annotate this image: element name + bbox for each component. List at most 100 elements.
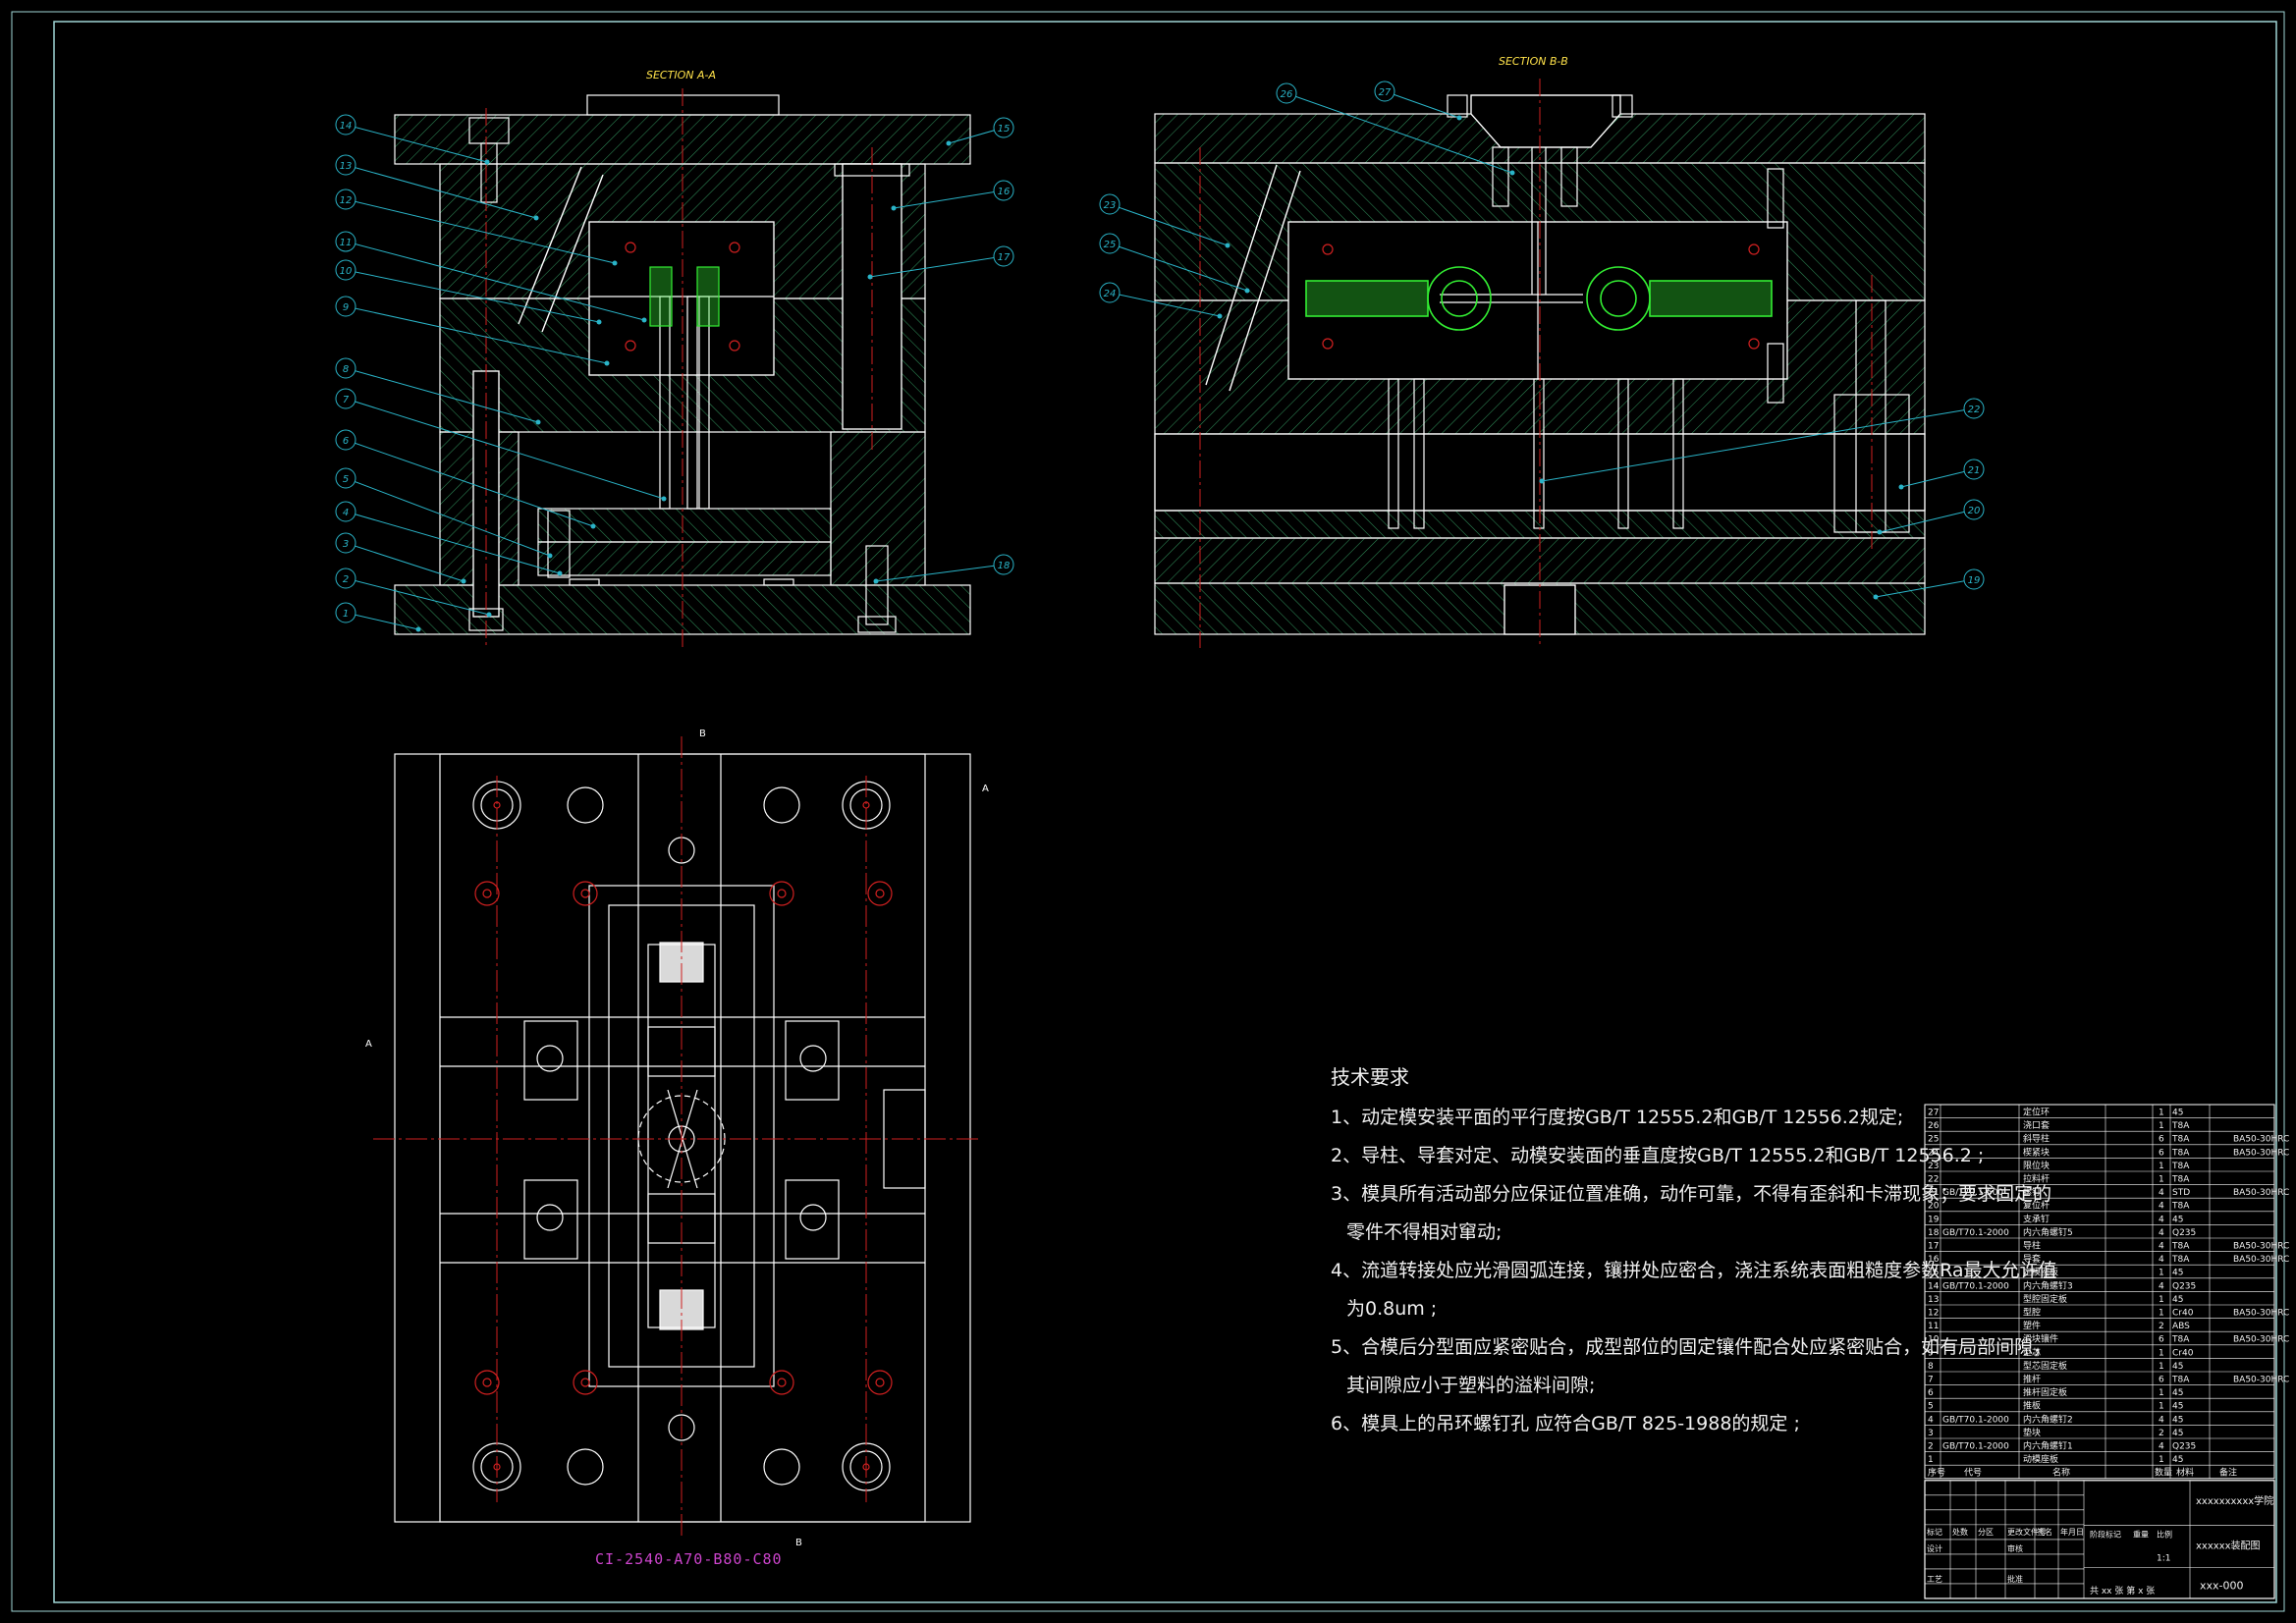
bom-cell: 6 [2159,1376,2164,1385]
balloon-label: 1 [343,609,349,620]
balloon-label: 13 [340,161,353,172]
bom-cell: 4 [2159,1188,2164,1198]
balloon-label: 17 [998,252,1011,263]
bom-cell: 45 [2172,1429,2183,1438]
balloon-20: 20 [1877,499,1985,535]
bom-cell: 13 [1928,1295,1939,1305]
balloon-label: 12 [340,195,353,206]
bom-cell: 8 [1928,1362,1934,1372]
balloon-2: 2 [335,568,492,618]
bom-cell: 型腔固定板 [2023,1293,2067,1305]
bom-cell: 1 [2159,1455,2164,1465]
bom-cell: 45 [2172,1402,2183,1412]
title-row-label: 处数 [1952,1527,1968,1537]
balloon-label: 26 [1281,89,1293,100]
balloon-1: 1 [335,602,421,632]
bom-cell: 动模座板 [2023,1453,2058,1465]
bom-cell: 10 [1928,1335,1940,1345]
title-row-label: 年月日 [2060,1527,2084,1537]
bom-cell: BA50-30HRC [2233,1255,2289,1265]
tech-line-6: 为0.8um ; [1346,1298,1438,1320]
title-row-label: 标记 [1927,1527,1942,1537]
title-scale-label: 比例 [2157,1529,2172,1539]
bom-cell: 推杆 [2023,1374,2041,1385]
title-stage-label: 阶段标记 [2090,1529,2121,1539]
bom-cell: 滑块镶件 [2023,1333,2058,1345]
tech-line-4: 零件不得相对窜动; [1346,1221,1503,1243]
bom-cell: 3 [1928,1429,1934,1438]
bom-cell: 导柱 [2023,1240,2041,1252]
bom-cell: GB/T70.1-2000 [1942,1228,2009,1238]
bom-cell: BA50-30HRC [2233,1335,2289,1345]
bom-cell: 导套 [2023,1253,2041,1265]
bom-header-cell: 代号 [1964,1468,1982,1479]
bom-cell: 45 [2172,1415,2183,1425]
bom-cell: GB/T70.1-2000 [1942,1442,2009,1452]
bom-cell: 4 [2159,1281,2164,1291]
bom-header-cell: 数量 [2155,1467,2172,1479]
bom-cell: Q235 [2172,1442,2196,1452]
section-aa-title: SECTION A-A [646,69,716,81]
bom-cell: GB/T70.1-2000 [1942,1415,2009,1425]
title-process-label: 工艺 [1927,1575,1942,1584]
bom-cell: BA50-30HRC [2233,1376,2289,1385]
bom-cell: 4 [1928,1415,1934,1425]
balloon-label: 2 [343,574,349,585]
bom-cell: 内六角螺钉3 [2023,1279,2073,1291]
bom-cell: 11 [1928,1322,1939,1331]
balloon-22: 22 [1539,398,1985,484]
bom-cell: 27 [1928,1109,1939,1118]
bom-cell: STD [2172,1188,2190,1198]
bom-cell: 复位杆 [2023,1200,2050,1212]
balloon-label: 20 [1968,506,1981,516]
bom-cell: 定位环 [2023,1107,2050,1118]
bom-cell: 楔紧块 [2023,1146,2050,1158]
balloon-label: 21 [1968,465,1981,476]
bom-cell: 2 [2159,1322,2164,1331]
bom-cell: 定模座板 [2023,1267,2058,1278]
tech-line-2: 2、导柱、导套对定、动模安装面的垂直度按GB/T 12555.2和GB/T 12… [1331,1145,1985,1166]
balloon-16: 16 [891,180,1014,211]
bom-cell: 1 [2159,1402,2164,1412]
balloon-4: 4 [335,501,563,576]
balloon-label: 25 [1104,240,1117,250]
balloon-26: 26 [1276,82,1515,176]
bom-cell: 4 [2159,1415,2164,1425]
balloon-18: 18 [873,554,1014,584]
balloon-23: 23 [1099,193,1230,248]
bom-cell: 浇口套 [2023,1119,2050,1131]
tech-line-3: 3、模具所有活动部分应保证位置准确，动作可靠，不得有歪斜和卡滞现象；要求固定的 [1331,1183,2052,1205]
title-scale: 1:1 [2157,1554,2170,1564]
balloon-label: 8 [343,364,349,375]
bom-cell: 1 [2159,1362,2164,1372]
bom-cell: 24 [1928,1148,1940,1158]
bom-cell: 21 [1928,1188,1939,1198]
bom-cell: 1 [2159,1348,2164,1358]
title-row-label: 签名 [2037,1527,2052,1537]
bom-cell: 1 [2159,1175,2164,1185]
bom-cell: 1 [1928,1455,1934,1465]
balloon-3: 3 [335,532,466,584]
title-drawing-name: xxxxxx装配图 [2196,1540,2261,1552]
bom-cell: 4 [2159,1442,2164,1452]
balloon-label: 23 [1104,200,1117,211]
bom-cell: 23 [1928,1162,1939,1171]
balloon-label: 15 [998,124,1011,135]
bom-cell: 5 [1928,1402,1934,1412]
section-a-a-view: SECTION A-A [394,69,971,648]
bom-cell: 1 [2159,1109,2164,1118]
bom-cell: 7 [1928,1376,1934,1385]
bom-cell: 1 [2159,1269,2164,1278]
bom-cell: 45 [2172,1388,2183,1398]
balloon-27: 27 [1374,81,1462,121]
tech-line-9: 6、模具上的吊环螺钉孔 应符合GB/T 825-1988的规定 ; [1331,1413,1800,1434]
balloon-label: 22 [1968,405,1981,415]
plan-view: B B A A [365,729,989,1548]
balloon-8: 8 [335,357,541,425]
bom-cell: BA50-30HRC [2233,1135,2289,1145]
bom-header-cell: 备注 [2219,1467,2237,1479]
balloon-label: 18 [998,561,1011,571]
bom-cell: 6 [1928,1388,1934,1398]
bom-cell: GB/T70.1-2000 [1942,1281,2009,1291]
balloon-label: 6 [343,436,349,447]
